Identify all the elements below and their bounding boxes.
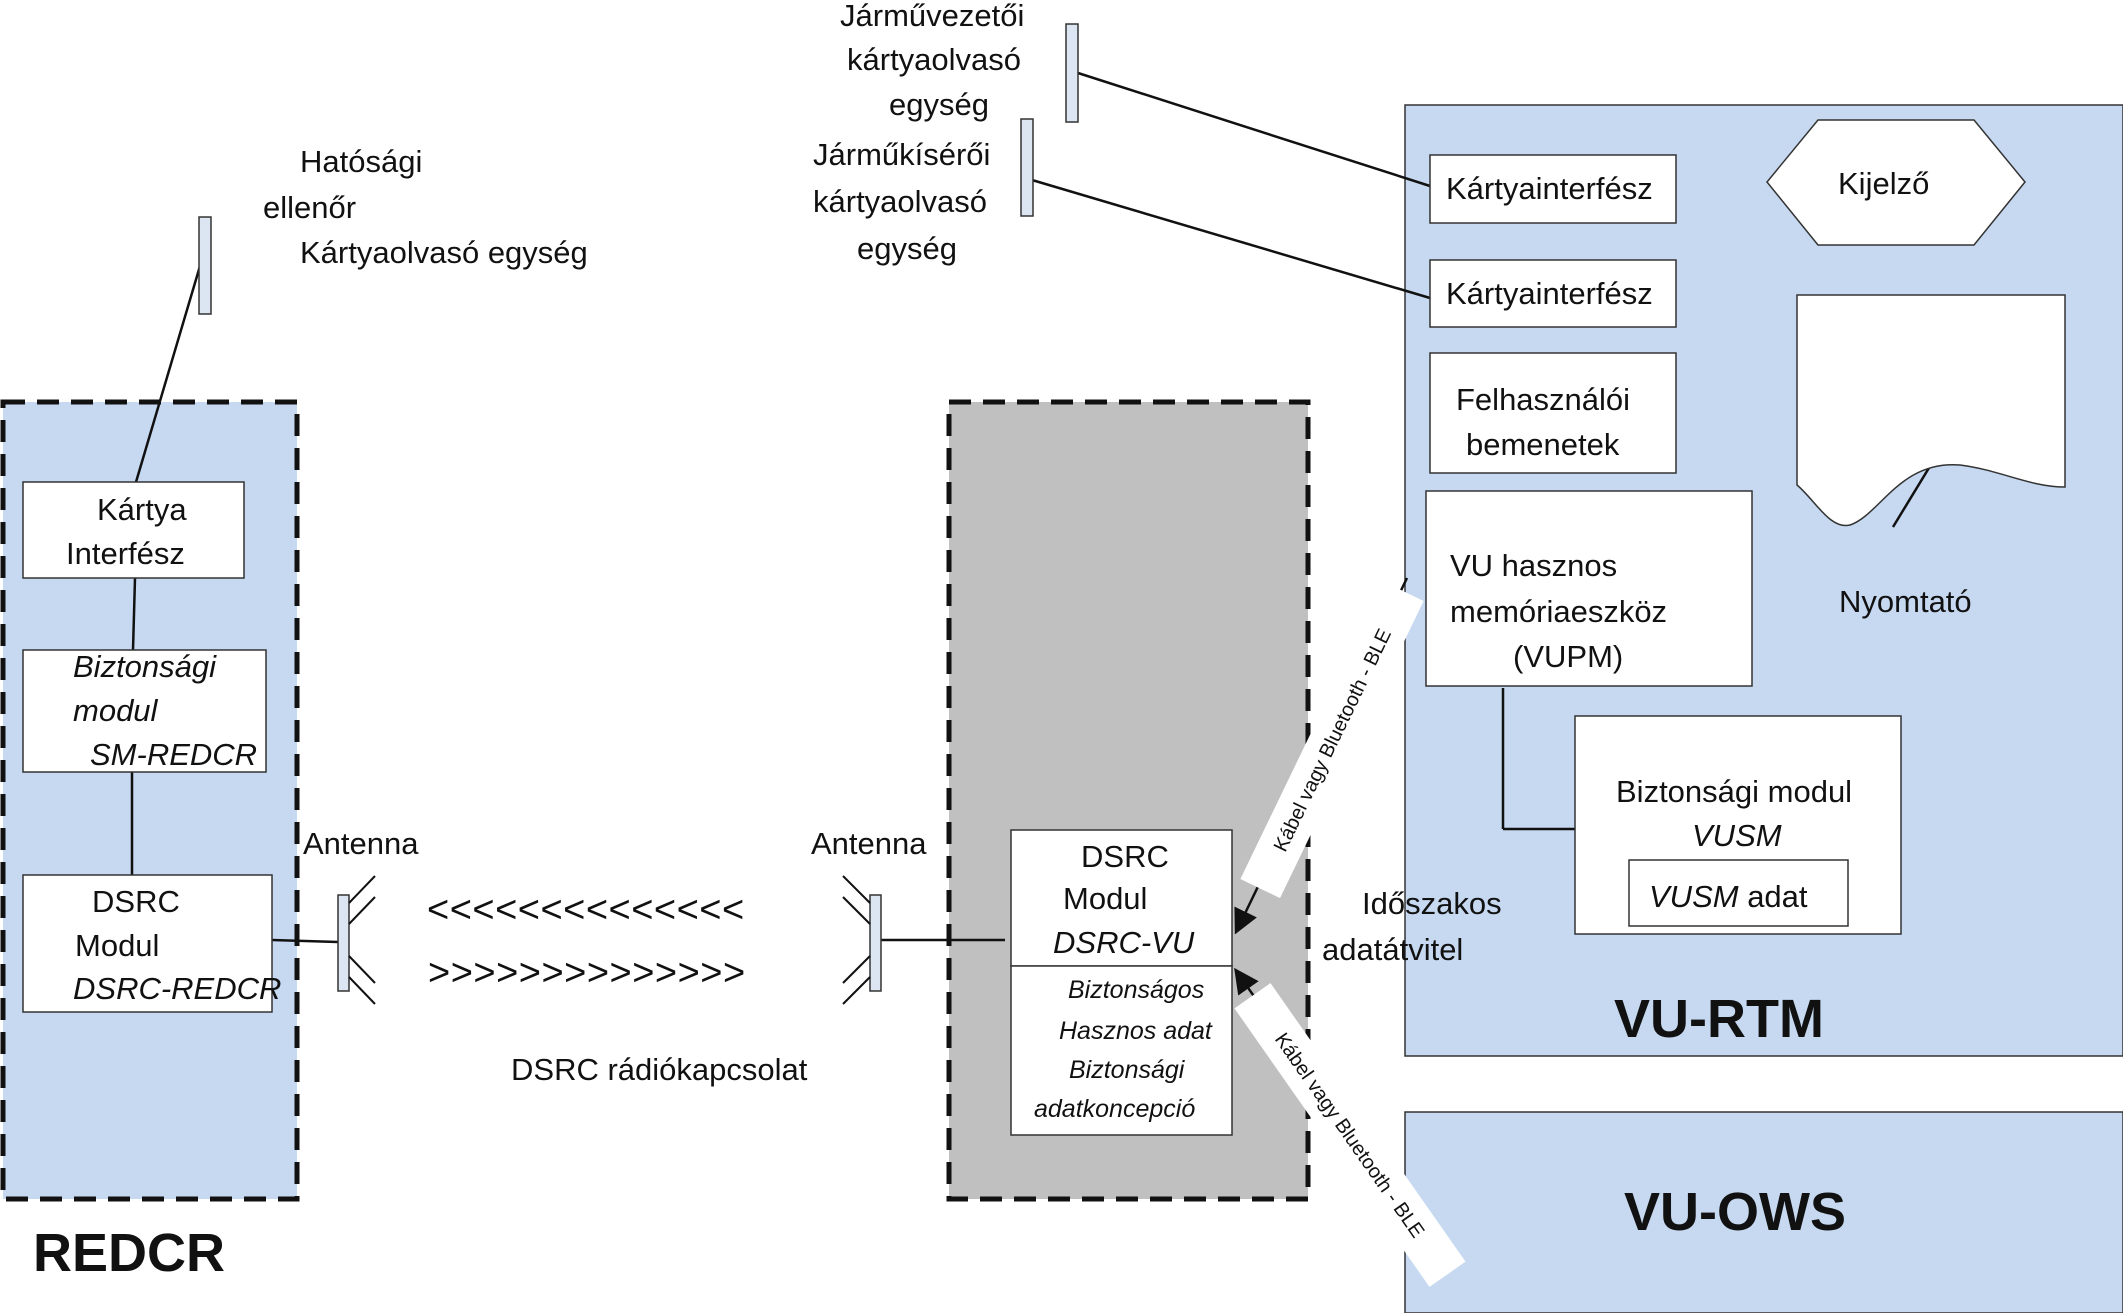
- vu-dsrc-module-line2: Modul: [1063, 881, 1147, 916]
- redcr-dsrc-module-line1: DSRC: [92, 884, 180, 919]
- vu-ows-title: VU-OWS: [1624, 1182, 1846, 1242]
- codriver-card-reader-slot: [1020, 118, 1034, 217]
- vupm-line1: VU hasznos: [1450, 548, 1617, 583]
- user-inputs-line1: Felhasználói: [1456, 382, 1630, 417]
- connector-lines: [130, 71, 1937, 944]
- vu-dsrc-payload-line1: Biztonságos: [1068, 976, 1204, 1004]
- authority-card-reader-slot: [198, 216, 212, 315]
- redcr-security-module-line2: modul: [73, 693, 159, 728]
- display-hexagon: [1766, 119, 2026, 246]
- redcr-security-module-line1: Biztonsági: [73, 649, 217, 684]
- driver-reader-line3: egység: [889, 87, 989, 122]
- redcr-dsrc-module-box: [22, 874, 273, 1013]
- redcr-dsrc-module-line2: Modul: [75, 928, 159, 963]
- redcr-security-module-line3: SM-REDCR: [90, 737, 257, 772]
- arrows-left-label: <<<<<<<<<<<<<<: [427, 889, 745, 931]
- antenna-right-icon: [842, 875, 882, 1005]
- printer-shape: [1796, 294, 2066, 527]
- card-interface-2-box: [1429, 259, 1677, 328]
- redcr-security-module-box: [22, 649, 267, 773]
- redcr-dsrc-module-line3: DSRC-REDCR: [73, 971, 281, 1006]
- vu-dsrc-payload-line4: adatkoncepció: [1034, 1095, 1195, 1123]
- driver-card-reader-slot: [1065, 23, 1079, 123]
- card-interface-1-label: Kártyainterfész: [1446, 171, 1653, 206]
- dsrc-link-label: DSRC rádiókapcsolat: [511, 1052, 808, 1087]
- periodic-transfer-line2: adatátvitel: [1322, 932, 1463, 967]
- antenna-right-label: Antenna: [811, 826, 927, 861]
- vusm-line2: VUSM: [1692, 818, 1782, 853]
- vupm-line3: (VUPM): [1513, 639, 1623, 674]
- codriver-reader-line3: egység: [857, 231, 957, 266]
- redcr-card-interface-box: [22, 481, 245, 579]
- driver-reader-line1: Járművezetői: [840, 0, 1024, 33]
- vusm-data-label: VUSM adat: [1649, 879, 1808, 914]
- vu-rtm-title: VU-RTM: [1614, 989, 1824, 1049]
- vu-dsrc-module-line3: DSRC-VU: [1053, 925, 1195, 960]
- redcr-card-interface-line1: Kártya: [97, 492, 187, 527]
- codriver-reader-line1: Járműkísérői: [813, 137, 990, 172]
- user-inputs-box: [1429, 352, 1677, 474]
- display-label: Kijelző: [1838, 166, 1929, 201]
- antenna-left-label: Antenna: [303, 826, 419, 861]
- vusm-data-italic: VUSM: [1649, 879, 1739, 914]
- vupm-line2: memóriaeszköz: [1450, 594, 1667, 629]
- user-inputs-line2: bemenetek: [1466, 427, 1620, 462]
- vu-dsrc-module-line1: DSRC: [1081, 839, 1169, 874]
- vusm-line1: Biztonsági modul: [1616, 774, 1852, 809]
- vupm-box: [1425, 490, 1753, 687]
- authority-line1: Hatósági: [300, 144, 422, 179]
- codriver-reader-line2: kártyaolvasó: [813, 184, 987, 219]
- antenna-left-icon: [337, 875, 376, 1005]
- redcr-card-interface-line2: Interfész: [66, 536, 185, 571]
- periodic-transfer-line1: Időszakos: [1362, 886, 1502, 921]
- driver-reader-line2: kártyaolvasó: [847, 42, 1021, 77]
- card-interface-2-label: Kártyainterfész: [1446, 276, 1653, 311]
- redcr-title: REDCR: [33, 1223, 225, 1283]
- printer-label: Nyomtató: [1839, 584, 1972, 619]
- vu-dsrc-payload-box: [1010, 965, 1233, 1136]
- vu-dsrc-payload-line2: Hasznos adat: [1059, 1017, 1213, 1045]
- authority-line2: ellenőr: [263, 190, 356, 225]
- card-interface-1-box: [1429, 154, 1677, 224]
- arrows-right-label: >>>>>>>>>>>>>>: [428, 952, 746, 994]
- authority-line3: Kártyaolvasó egység: [300, 235, 588, 270]
- vu-ows-panel: [1404, 1111, 2123, 1313]
- vusm-data-box: [1628, 859, 1849, 927]
- vu-dsrc-module-box: [1010, 829, 1233, 967]
- vu-dsrc-payload-line3: Biztonsági: [1069, 1056, 1186, 1084]
- vusm-data-rest: adat: [1739, 879, 1808, 914]
